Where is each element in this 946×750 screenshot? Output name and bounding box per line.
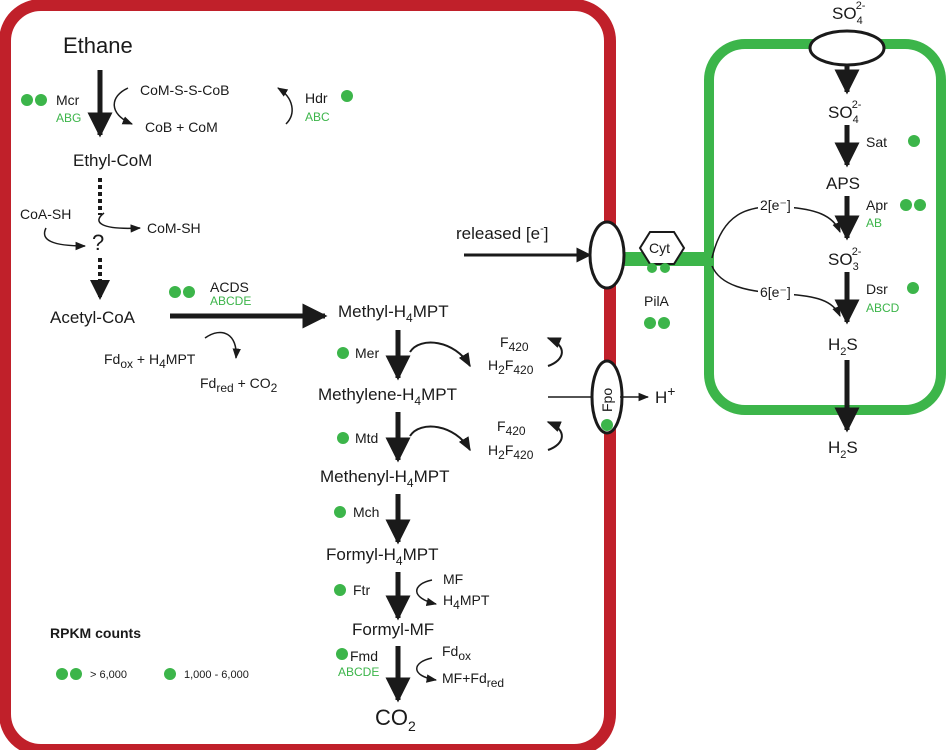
mtd-enzyme-label: Mtd (355, 430, 378, 446)
dsr-genes-label: ABCD (866, 301, 900, 315)
h4mpt-label: H4MPT (443, 592, 490, 612)
fmd-enzyme-label: Fmd (350, 648, 378, 664)
rpkm-dot (35, 94, 47, 106)
mf-label: MF (443, 571, 463, 587)
released-electrons-label: released [e-] (456, 223, 549, 243)
rpkm-dot (337, 347, 349, 359)
apr-genes-label: AB (866, 216, 882, 230)
so3-label: SO32- (828, 246, 862, 273)
methyl-h4mpt-label: Methyl-H4MPT (338, 302, 449, 325)
unknown-step-label: ? (92, 230, 104, 255)
rpkm-dot (334, 584, 346, 596)
legend-high-label: > 6,000 (90, 669, 127, 681)
rpkm-dot (900, 199, 912, 211)
h2s-outside-label: H2S (828, 438, 858, 461)
so4-inside-label: SO42- (828, 99, 862, 126)
acds-enzyme-label: ACDS (210, 279, 249, 295)
rpkm-dot (914, 199, 926, 211)
ftr-cofactor-curve (416, 579, 438, 606)
com-sh-label: CoM-SH (147, 220, 201, 236)
coash-com-curve (98, 212, 142, 233)
rpkm-dot (908, 135, 920, 147)
legend-title: RPKM counts (50, 625, 141, 641)
mer-cofactor-curve (409, 341, 471, 368)
pila-label: PilA (644, 293, 670, 309)
mch-enzyme-label: Mch (353, 504, 379, 520)
methylene-h4mpt-label: Methylene-H4MPT (318, 385, 457, 408)
rpkm-dot (341, 90, 353, 102)
hdr-genes-label: ABC (305, 110, 330, 124)
rpkm-dot (336, 648, 348, 660)
two-electrons-label: 2[e⁻] (760, 197, 791, 213)
acds-genes-label: ABCDE (210, 294, 251, 308)
apr-enzyme-label: Apr (866, 197, 888, 213)
fdred-co2-label: Fdred + CO2 (200, 375, 278, 395)
aps-label: APS (826, 174, 860, 193)
methenyl-h4mpt-label: Methenyl-H4MPT (320, 467, 450, 490)
fpo-label: Fpo (599, 388, 615, 412)
legend-dot (70, 668, 82, 680)
ethane-label: Ethane (63, 33, 133, 58)
mer-f420-recycle (546, 337, 563, 367)
acetyl-coa-label: Acetyl-CoA (50, 308, 136, 327)
rpkm-dot (601, 419, 613, 431)
mcr-genes-label: ABG (56, 111, 81, 125)
f420-label: F420 (497, 418, 526, 438)
rpkm-dot (660, 263, 670, 273)
coa-sh-label: CoA-SH (20, 206, 71, 222)
h2f420-label: H2F420 (488, 357, 534, 377)
cyt-label: Cyt (649, 240, 670, 256)
membrane-channel (588, 220, 626, 290)
rpkm-dot (907, 282, 919, 294)
electron-label-bg (758, 197, 794, 213)
so4-outside-label: SO42- (832, 0, 866, 27)
legend-mid-label: 1,000 - 6,000 (184, 669, 249, 681)
rpkm-dot (644, 317, 656, 329)
mcr-cofactor-curve (113, 87, 133, 125)
mer-enzyme-label: Mer (355, 345, 379, 361)
co2-product-label: CO2 (375, 705, 416, 734)
fmd-genes-label: ABCDE (338, 665, 379, 679)
hdr-enzyme-label: Hdr (305, 90, 328, 106)
rpkm-dot (169, 286, 181, 298)
ftr-enzyme-label: Ftr (353, 582, 370, 598)
f420-label: F420 (500, 334, 529, 354)
sat-enzyme-label: Sat (866, 134, 887, 150)
legend-dot (56, 668, 68, 680)
fdox-label: Fdox (442, 643, 471, 663)
formyl-mf-label: Formyl-MF (352, 620, 434, 639)
h2s-inside-label: H2S (828, 335, 858, 358)
mtd-cofactor-curve (409, 425, 471, 452)
rpkm-dot (337, 432, 349, 444)
ethyl-com-label: Ethyl-CoM (73, 151, 152, 170)
coash-input-curve (43, 227, 87, 251)
fdox-h4mpt-label: Fdox + H4MPT (104, 351, 196, 371)
mf-fdred-label: MF+Fdred (442, 670, 504, 690)
electron-label-bg (758, 284, 794, 300)
srb-cell-border (704, 39, 946, 415)
acds-cofactor-curve (204, 331, 241, 360)
legend-dot (164, 668, 176, 680)
rpkm-dot (658, 317, 670, 329)
cob-com-label: CoB + CoM (145, 119, 218, 135)
h2f420-label: H2F420 (488, 442, 534, 462)
hdr-recycle-curve (277, 87, 293, 125)
rpkm-dot (21, 94, 33, 106)
electron-curve (711, 205, 841, 259)
six-electrons-label: 6[e⁻] (760, 284, 791, 300)
proton-label: H+ (655, 383, 675, 407)
coms-scob-label: CoM-S-S-CoB (140, 82, 229, 98)
rpkm-dot (183, 286, 195, 298)
sulfate-transporter (808, 29, 886, 67)
mtd-f420-recycle (546, 421, 563, 451)
formyl-h4mpt-label: Formyl-H4MPT (326, 545, 438, 568)
dsr-enzyme-label: Dsr (866, 281, 888, 297)
rpkm-dot (647, 263, 657, 273)
rpkm-dot (334, 506, 346, 518)
mcr-enzyme-label: Mcr (56, 92, 80, 108)
fmd-cofactor-curve (416, 657, 438, 683)
